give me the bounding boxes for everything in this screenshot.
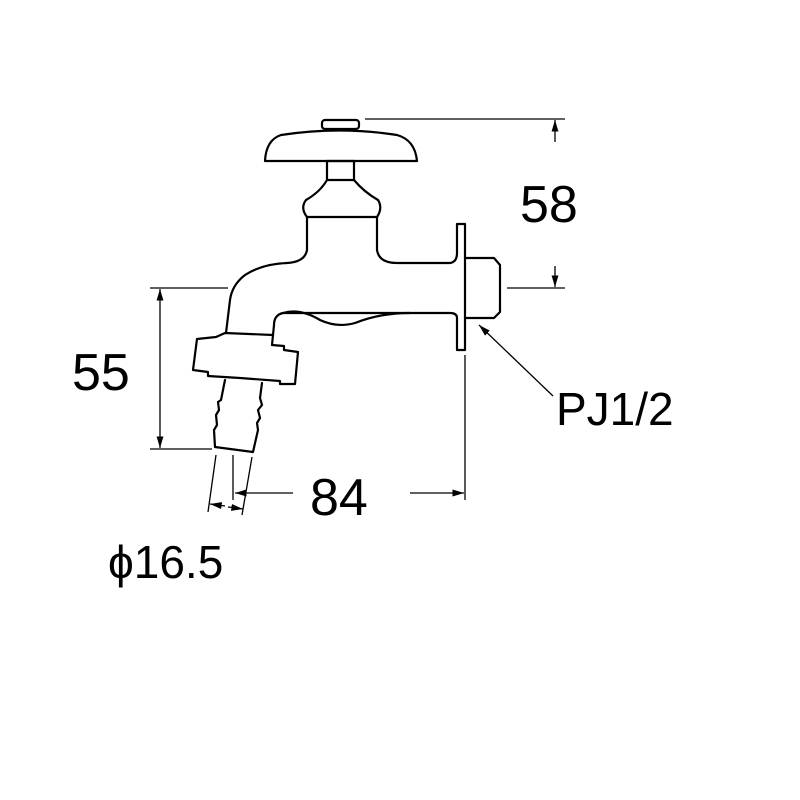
stem [325,159,356,182]
dim-label-55: 55 [72,344,130,402]
thread-connector [463,256,502,320]
spout-upper [224,215,309,335]
body-wave [281,310,412,327]
bonnet [302,178,382,219]
hose-barb [212,378,264,454]
dim-label-58: 58 [520,176,578,234]
dimension-lines [150,118,565,516]
body-outline [271,215,467,352]
handle [263,129,419,163]
dim-label-diameter: ϕ16.5 [108,536,223,588]
handle-cap [320,118,361,131]
faucet-outline [191,118,502,454]
thread-label: PJ1/2 [556,383,674,435]
hose-nut [191,331,300,386]
dim-label-84: 84 [310,469,368,527]
